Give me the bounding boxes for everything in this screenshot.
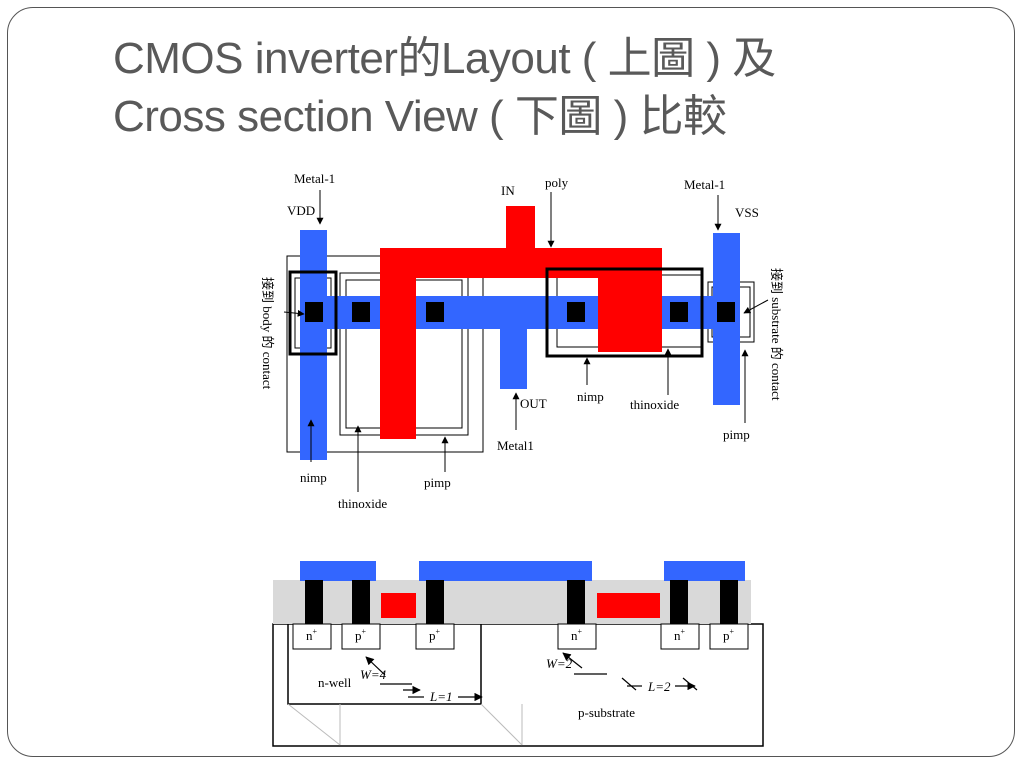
- metal-vdd-rail: [300, 230, 327, 460]
- diffusion-n-plus: [557, 623, 597, 650]
- nmos-active-box: [545, 267, 704, 358]
- contact: [305, 302, 323, 322]
- poly-in-stub: [506, 206, 535, 250]
- region-label: n+: [571, 627, 583, 643]
- poly-layer: [380, 206, 662, 439]
- contact-plug: [670, 580, 688, 624]
- diffusion-p-plus: [415, 623, 455, 650]
- label-p-substrate: p-substrate: [578, 705, 635, 720]
- title-line-2: Cross section View ( 下圖 ) 比較: [113, 92, 727, 141]
- n-well-outline: [287, 624, 482, 705]
- contact: [426, 302, 444, 322]
- label-vss: VSS: [735, 205, 759, 220]
- contact: [352, 302, 370, 322]
- region-label: p+: [723, 627, 735, 643]
- diffusion-regions: [292, 623, 749, 650]
- label-metal1-bottom: Metal1: [497, 438, 534, 453]
- label-out: OUT: [520, 396, 547, 411]
- poly-left-gate: [380, 248, 416, 439]
- poly-right-gate: [598, 248, 662, 352]
- label-substrate-contact: 接到 substrate 的 contact: [769, 268, 784, 401]
- contact-plug: [426, 580, 444, 624]
- title-line-1: CMOS inverter的Layout ( 上圖 ) 及: [113, 34, 776, 83]
- label-vdd: VDD: [287, 203, 315, 218]
- region-label: p+: [355, 627, 367, 643]
- diffusion-n-plus: [660, 623, 700, 650]
- layout-view: Metal-1 VDD IN poly Metal-1 VSS OUT Meta…: [260, 171, 784, 511]
- label-metal1-left: Metal-1: [294, 171, 335, 186]
- label-thinoxide-right: thinoxide: [630, 397, 679, 412]
- diffusion-p-plus: [709, 623, 749, 650]
- gate-pmos: [381, 593, 416, 618]
- label-body-contact: 接到 body 的 contact: [260, 277, 275, 390]
- slide-title: CMOS inverter的Layout ( 上圖 ) 及 Cross sect…: [113, 30, 776, 146]
- contact: [670, 302, 688, 322]
- layout-arrows: [283, 190, 769, 492]
- contact-plug: [720, 580, 738, 624]
- label-thinoxide-left: thinoxide: [338, 496, 387, 511]
- label-nimp-left: nimp: [300, 470, 327, 485]
- diffusion-p-plus: [341, 623, 381, 650]
- contact-plug: [305, 580, 323, 624]
- label-w-left: W=4: [360, 667, 387, 682]
- label-nimp-right: nimp: [577, 389, 604, 404]
- dimension-markers: [365, 652, 698, 702]
- metal-vss-section: [664, 561, 745, 581]
- diffusion-n-plus: [292, 623, 332, 650]
- label-l-left: L=1: [429, 689, 453, 704]
- label-w-right: W=2: [546, 656, 573, 671]
- contact-plug: [567, 580, 585, 624]
- contact-plug: [352, 580, 370, 624]
- contacts: [305, 302, 735, 322]
- label-l-right: L=2: [647, 679, 671, 694]
- metal-out-stub: [500, 296, 527, 389]
- label-pimp-left: pimp: [424, 475, 451, 490]
- cross-section-view: n+ p+ p+ n+ n+ p+ n-well W=4 L=1 W=2 L=2…: [272, 561, 764, 747]
- gate-nmos: [597, 593, 660, 618]
- region-label: p+: [429, 627, 441, 643]
- metal-vdd-section: [300, 561, 376, 581]
- region-label: n+: [674, 627, 686, 643]
- projection-lines: [287, 703, 523, 746]
- contact: [717, 302, 735, 322]
- contact: [567, 302, 585, 322]
- region-label: n+: [306, 627, 318, 643]
- label-n-well: n-well: [318, 675, 352, 690]
- label-pimp-right: pimp: [723, 427, 750, 442]
- label-poly: poly: [545, 175, 569, 190]
- label-metal1-right: Metal-1: [684, 177, 725, 192]
- metal-out-section: [419, 561, 592, 581]
- label-in: IN: [501, 183, 515, 198]
